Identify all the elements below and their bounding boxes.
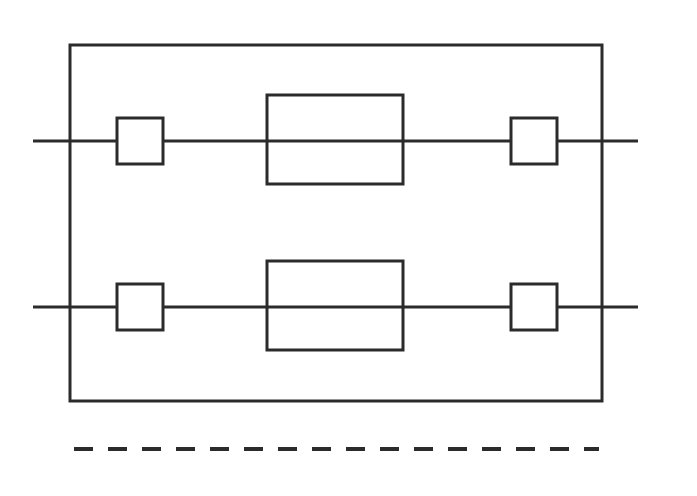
- block-large-top-center: [267, 95, 403, 184]
- outer-boundary-rect: [70, 45, 602, 401]
- block-small-top-left: [117, 118, 163, 164]
- block-small-top-right: [511, 118, 557, 164]
- block-small-bottom-left: [117, 284, 163, 330]
- block-small-bottom-right: [511, 284, 557, 330]
- block-large-bottom-center: [267, 261, 403, 350]
